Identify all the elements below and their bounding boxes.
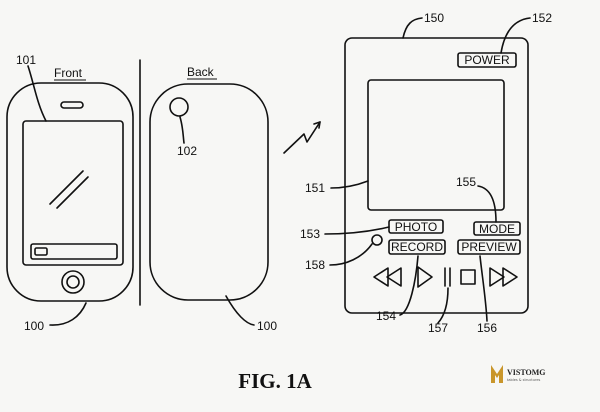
mode-button-label: MODE	[479, 222, 515, 236]
photo-button-label: PHOTO	[395, 220, 437, 234]
leader-100-front	[49, 302, 87, 326]
wireless-link-symbol	[283, 121, 321, 154]
ref-102: 102	[177, 144, 197, 158]
power-button-label: POWER	[464, 53, 510, 67]
brand-logo: VISTOMG tables & structures	[491, 365, 546, 383]
ref-152: 152	[532, 11, 552, 25]
leader-153	[324, 226, 390, 235]
back-phone-body	[149, 83, 269, 301]
brand-logo-tagline: tables & structures	[507, 378, 541, 382]
front-home-button	[61, 270, 85, 294]
leader-150	[402, 17, 423, 39]
front-phone-status-bar	[30, 243, 118, 260]
ref-101: 101	[16, 53, 36, 67]
ref-157: 157	[428, 321, 448, 335]
leader-101	[27, 65, 47, 122]
leader-151	[330, 180, 369, 189]
leader-100-back	[225, 295, 255, 326]
screen-glare-line-2	[56, 176, 89, 209]
leader-154	[399, 255, 419, 316]
screen-glare-line-1	[49, 170, 84, 205]
ref-151: 151	[305, 181, 325, 195]
record-button	[388, 239, 446, 255]
mode-button	[473, 221, 521, 236]
leader-157	[437, 287, 449, 324]
ref-100-back: 100	[257, 319, 277, 333]
back-view-label: Back	[187, 65, 215, 79]
ref-156: 156	[477, 321, 497, 335]
ref-158: 158	[305, 258, 325, 272]
front-phone-body	[6, 82, 134, 302]
camera-screen	[367, 79, 505, 211]
figure-caption: FIG. 1A	[238, 369, 312, 393]
preview-button-label: PREVIEW	[461, 240, 517, 254]
power-button	[457, 52, 517, 68]
front-phone-earpiece	[60, 101, 84, 109]
record-button-label: RECORD	[391, 240, 443, 254]
front-phone-status-icon	[34, 247, 48, 256]
brand-logo-name: VISTOMG	[507, 368, 546, 377]
ref-155: 155	[456, 175, 476, 189]
ref-100-front: 100	[24, 319, 44, 333]
front-phone-screen	[22, 120, 124, 266]
leader-158	[329, 243, 373, 266]
stop-icon	[460, 269, 476, 285]
camera-device-body	[344, 37, 529, 314]
ref-150: 150	[424, 11, 444, 25]
rewind-icon-b	[386, 267, 402, 287]
leader-102	[179, 116, 185, 144]
leader-155	[477, 185, 497, 223]
ref-154: 154	[376, 309, 396, 323]
fast-forward-icon-b	[502, 267, 518, 287]
record-indicator-led	[371, 234, 383, 246]
wireless-link-arrowhead	[313, 121, 321, 129]
front-view-label: Front	[54, 66, 83, 80]
fast-forward-icon-a	[489, 267, 505, 287]
rewind-icon-a	[373, 267, 389, 287]
back-camera	[169, 97, 189, 117]
play-icon	[417, 266, 433, 288]
front-home-button-inner	[66, 275, 80, 289]
leader-156	[479, 255, 488, 322]
leader-152	[500, 17, 531, 54]
brand-logo-mark	[491, 365, 503, 383]
preview-button	[457, 239, 521, 255]
ref-153: 153	[300, 227, 320, 241]
